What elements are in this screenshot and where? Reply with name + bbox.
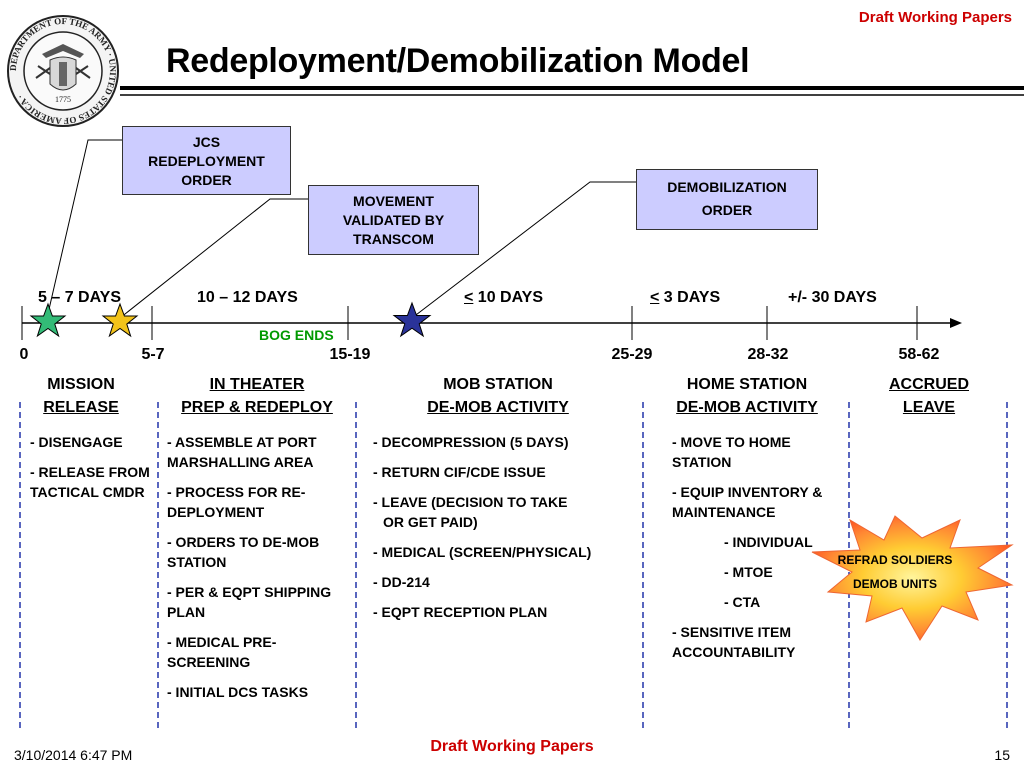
movement-leader-line: [119, 198, 308, 319]
phase-home-station: HOME STATION DE-MOB ACTIVITY: [650, 373, 844, 419]
callout-jcs-line-1: JCS: [192, 134, 221, 150]
draft-watermark-top: Draft Working Papers: [858, 9, 1012, 26]
duration-lt-10-days: < 10 DAYS: [464, 289, 543, 307]
slide-date: 3/10/2014 6:47 PM: [14, 747, 133, 763]
tick-label-25-29: 25-29: [611, 346, 653, 363]
phase-accrued-leave: ACCRUED LEAVE: [862, 373, 996, 419]
phase-in-theater: IN THEATER PREP & REDEPLOY: [158, 373, 356, 419]
seal-year: 1775: [55, 95, 71, 104]
list-item: - EQPT RECEPTION PLAN: [373, 604, 548, 620]
leave-line-1: - LEAVE (DECISION TO TAKE: [373, 494, 568, 510]
draft-watermark-bottom: Draft Working Papers: [430, 738, 594, 755]
list-home-station: - MOVE TO HOME STATION - EQUIP INVENTORY…: [672, 432, 846, 672]
leave-line-2: OR GET PAID): [383, 514, 478, 530]
burst-line-1: REFRAD SOLDIERS: [837, 553, 953, 567]
list-item: - MEDICAL (SCREEN/PHYSICAL): [373, 544, 592, 560]
list-item: - INITIAL DCS TASKS: [167, 684, 309, 700]
list-item: - RELEASE FROM TACTICAL CMDR: [30, 464, 150, 500]
callout-movement-line-2: VALIDATED BY: [342, 212, 445, 228]
page-title: Redeployment/Demobilization Model: [166, 42, 750, 80]
list-in-theater: - ASSEMBLE AT PORT MARSHALLING AREA - PR…: [167, 432, 353, 712]
navy-star-icon: [392, 301, 432, 338]
list-item: - DD-214: [373, 574, 430, 590]
tick-label-15-19: 15-19: [329, 346, 371, 363]
lt-symbol: <: [464, 289, 474, 306]
callout-demobilization-order: DEMOBILIZATION ORDER: [636, 169, 818, 230]
duration-30-days: +/- 30 DAYS: [788, 289, 877, 306]
list-item: - DISENGAGE: [30, 434, 123, 450]
callout-demob-line-1: DEMOBILIZATION: [667, 179, 787, 195]
list-item: - MOVE TO HOME STATION: [672, 434, 791, 470]
list-mob-station: - DECOMPRESSION (5 DAYS) - RETURN CIF/CD…: [373, 432, 645, 632]
callout-jcs-line-3: ORDER: [181, 172, 232, 188]
callout-jcs-line-2: REDEPLOYMENT: [148, 153, 265, 169]
phase-mission-line-2: RELEASE: [43, 399, 119, 416]
phase-leave-line-1: ACCRUED: [889, 376, 969, 393]
list-item: - RETURN CIF/CDE ISSUE: [373, 464, 546, 480]
army-seal-icon: DEPARTMENT OF THE ARMY · UNITED STATES O…: [7, 15, 119, 127]
bog-ends-label: BOG ENDS: [259, 327, 334, 343]
green-star-icon: [29, 302, 67, 338]
callout-movement-line-3: TRANSCOM: [353, 231, 434, 247]
phase-mission-line-1: MISSION: [47, 376, 115, 393]
list-subitem: - MTOE: [724, 564, 773, 580]
list-item: - PER & EQPT SHIPPING PLAN: [167, 584, 332, 620]
tick-label-28-32: 28-32: [747, 346, 789, 363]
phase-theater-line-1: IN THEATER: [209, 376, 305, 393]
demob-leader-line: [411, 181, 636, 319]
phase-home-line-2: DE-MOB ACTIVITY: [676, 399, 818, 416]
duration-lt-3-text: 3 DAYS: [659, 289, 721, 306]
jcs-leader-line: [46, 139, 122, 319]
timeline-arrow-icon: [950, 318, 962, 328]
gold-star-icon: [101, 302, 139, 338]
list-item: - ASSEMBLE AT PORT MARSHALLING AREA: [167, 434, 317, 470]
duration-lt-10-text: 10 DAYS: [473, 289, 544, 306]
list-subitem: - CTA: [724, 594, 761, 610]
phase-home-line-1: HOME STATION: [686, 376, 808, 393]
list-item: - DECOMPRESSION (5 DAYS): [373, 434, 569, 450]
tick-label-0: 0: [19, 346, 29, 363]
list-item: - EQUIP INVENTORY & MAINTENANCE: [672, 484, 823, 520]
callout-jcs-redeployment-order: JCS REDEPLOYMENT ORDER: [122, 126, 291, 195]
duration-10-12-days: 10 – 12 DAYS: [197, 289, 298, 306]
lt-symbol: <: [650, 289, 660, 306]
burst-line-2: DEMOB UNITS: [853, 577, 937, 591]
refrad-burst-label: REFRAD SOLDIERS DEMOB UNITS: [820, 548, 970, 596]
list-mission-release: - DISENGAGE - RELEASE FROM TACTICAL CMDR: [30, 432, 150, 512]
phase-mob-station: MOB STATION DE-MOB ACTIVITY: [380, 373, 616, 419]
list-subitem: - INDIVIDUAL: [724, 534, 813, 550]
list-item: - SENSITIVE ITEM ACCOUNTABILITY: [672, 624, 796, 660]
tick-label-5-7: 5-7: [141, 346, 165, 363]
list-item: - MEDICAL PRE-SCREENING: [167, 634, 277, 670]
callout-demob-line-2: ORDER: [701, 202, 753, 218]
phase-leave-line-2: LEAVE: [902, 399, 956, 416]
duration-lt-3-days: < 3 DAYS: [650, 289, 720, 307]
list-item: - PROCESS FOR RE-DEPLOYMENT: [167, 484, 306, 520]
phase-mission-release: MISSION RELEASE: [20, 373, 142, 419]
phase-mob-line-1: MOB STATION: [443, 376, 553, 393]
slide-number: 15: [994, 747, 1010, 763]
tick-label-58-62: 58-62: [898, 346, 940, 363]
phase-theater-line-2: PREP & REDEPLOY: [181, 399, 333, 416]
callout-movement-line-1: MOVEMENT: [353, 193, 434, 209]
phase-mob-line-2: DE-MOB ACTIVITY: [427, 399, 569, 416]
list-item: - ORDERS TO DE-MOB STATION: [167, 534, 320, 570]
burst-icon: [811, 515, 1014, 641]
duration-5-7-days: 5 – 7 DAYS: [38, 289, 122, 306]
list-item-leave: - LEAVE (DECISION TO TAKE OR GET PAID): [373, 492, 645, 532]
callout-movement-validated: MOVEMENT VALIDATED BY TRANSCOM: [308, 185, 479, 255]
